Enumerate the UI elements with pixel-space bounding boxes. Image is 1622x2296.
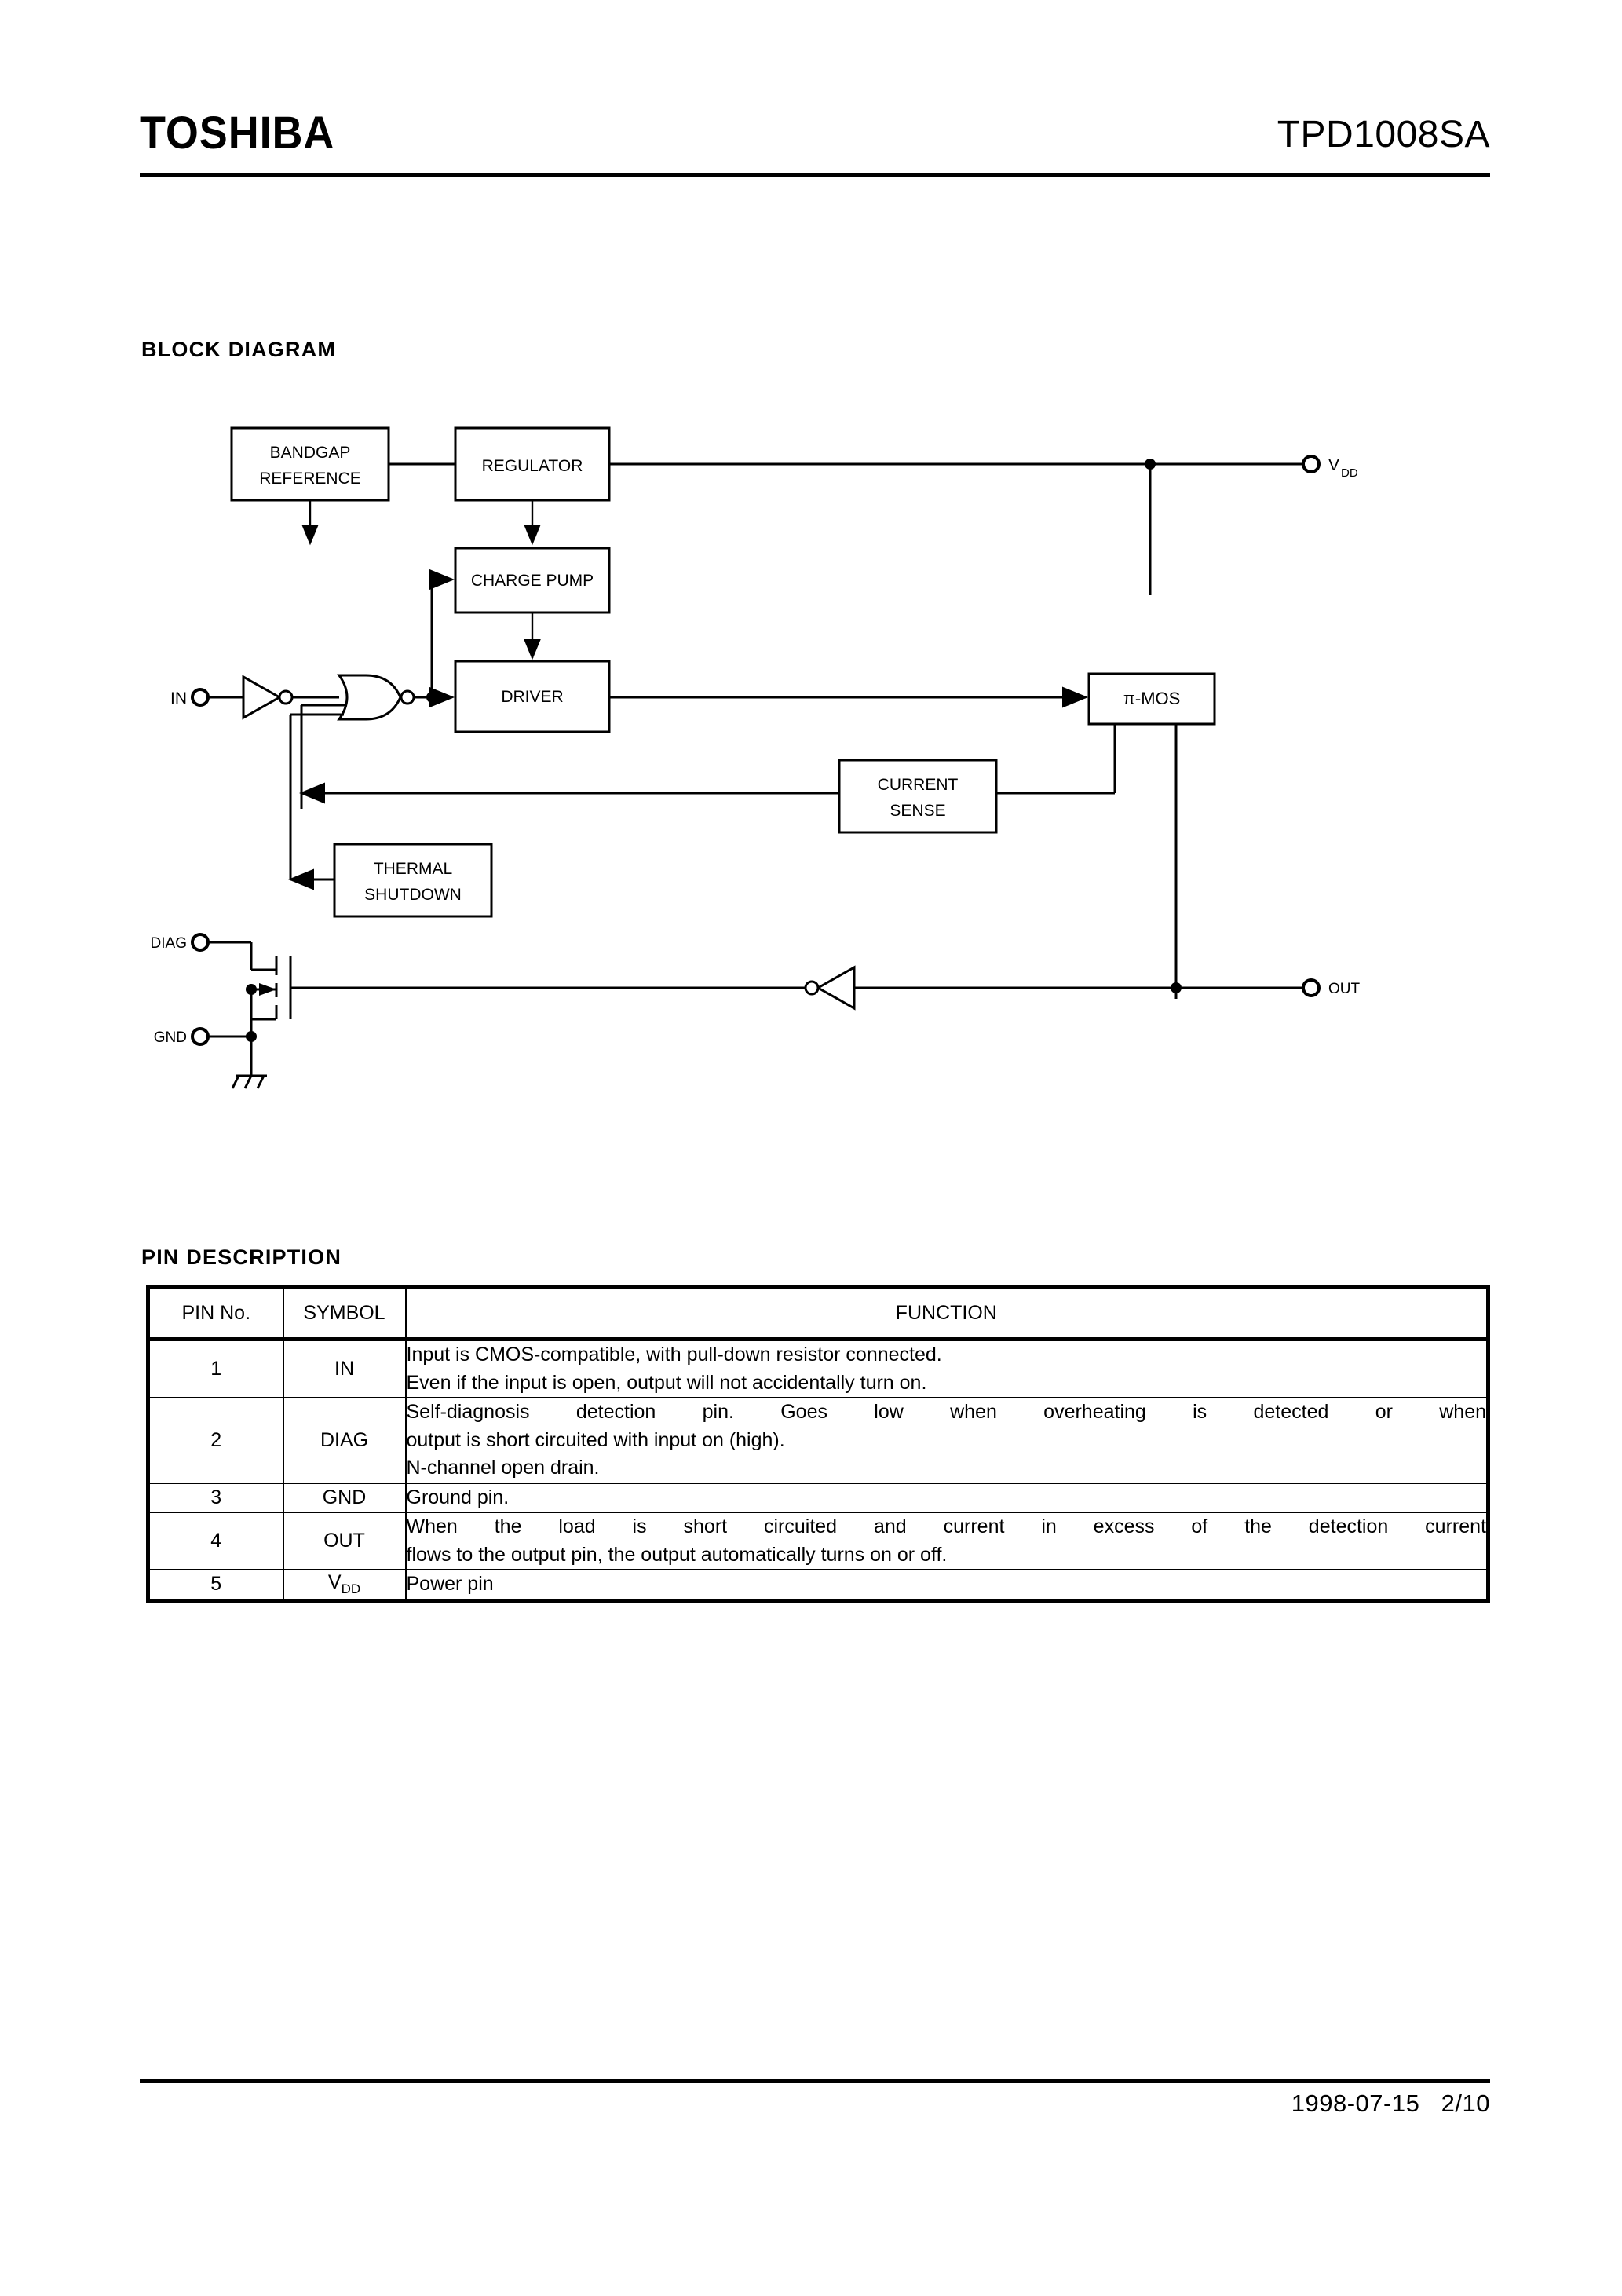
function-line: Ground pin.	[406, 1486, 510, 1508]
driver-block	[454, 660, 611, 733]
part-number: TPD1008SA	[1277, 114, 1490, 155]
function-cell: Power pin	[404, 1569, 1490, 1603]
gnd-junction-dot	[246, 1031, 257, 1042]
diag-label: DIAG	[151, 935, 187, 952]
header-symbol: SYMBOL	[282, 1285, 407, 1341]
regulator-label: REGULATOR	[482, 457, 583, 475]
footer-date: 1998-07-15	[1291, 2089, 1420, 2117]
bandgap-reference-block	[230, 426, 390, 502]
function-cell: Self-diagnosis detection pin. Goes low w…	[404, 1397, 1490, 1484]
function-line: When the load is short circuited and cur…	[406, 1515, 1487, 1537]
footer-page-number: 2/10	[1441, 2089, 1490, 2117]
in-terminal	[191, 688, 210, 707]
output-inverter-bubble-icon	[804, 980, 820, 996]
gnd-label: GND	[154, 1029, 187, 1046]
symbol-cell: IN	[282, 1338, 407, 1398]
current-sense-label-line1: CURRENT	[878, 776, 959, 794]
ground-symbol-hatch2-icon	[243, 1075, 253, 1089]
function-cell: Input is CMOS-compatible, with pull-down…	[404, 1338, 1490, 1398]
table-row: 3 GND Ground pin.	[146, 1482, 1490, 1513]
function-line: Self-diagnosis detection pin. Goes low w…	[406, 1401, 1487, 1423]
pin-no-cell: 1	[146, 1338, 284, 1398]
charge-pump-block	[454, 547, 611, 614]
current-sense-block	[838, 759, 998, 834]
pin-description-table: PIN No. SYMBOL FUNCTION 1 IN Input is CM…	[146, 1285, 1490, 1603]
function-line: N-channel open drain.	[406, 1457, 600, 1479]
symbol-cell: OUT	[282, 1512, 407, 1570]
pin-description-heading: PIN DESCRIPTION	[141, 1245, 342, 1269]
output-inverter-icon	[815, 965, 856, 1011]
gnd-terminal	[191, 1027, 210, 1046]
toshiba-logo: TOSHIBA	[140, 108, 335, 159]
vdd-label-subscript: DD	[1341, 466, 1358, 480]
table-row: 5 VDD Power pin	[146, 1569, 1490, 1603]
page-header: TOSHIBA TPD1008SA	[140, 102, 1490, 177]
symbol-text: V	[327, 1571, 342, 1594]
current-sense-label-line2: SENSE	[890, 802, 945, 820]
symbol-subscript: DD	[341, 1581, 361, 1597]
in-label: IN	[170, 689, 187, 707]
header-function: FUNCTION	[404, 1285, 1490, 1341]
table-row: 1 IN Input is CMOS-compatible, with pull…	[146, 1338, 1490, 1398]
bandgap-reference-label-line1: BANDGAP	[270, 444, 351, 462]
header-divider	[140, 173, 1490, 177]
block-diagram-heading: BLOCK DIAGRAM	[141, 338, 337, 361]
function-cell: When the load is short circuited and cur…	[404, 1512, 1490, 1570]
thermal-shutdown-label-line1: THERMAL	[374, 860, 452, 878]
vdd-terminal	[1302, 455, 1321, 473]
nor-gate-bubble-icon	[400, 689, 415, 705]
input-inverter-bubble-icon	[278, 689, 294, 705]
function-cell: Ground pin.	[404, 1482, 1490, 1513]
block-diagram-figure: BANDGAP REFERENCE REGULATOR V DD CHARGE …	[141, 369, 1523, 1201]
pi-mos-label: π-MOS	[1123, 689, 1181, 708]
driver-label: DRIVER	[501, 688, 563, 706]
footer-divider	[140, 2079, 1490, 2083]
thermal-shutdown-block	[333, 843, 493, 918]
page-footer: 1998-07-15 2/10	[140, 2079, 1490, 2118]
out-label: OUT	[1328, 981, 1361, 997]
out-terminal	[1302, 978, 1321, 997]
table-row: 4 OUT When the load is short circuited a…	[146, 1512, 1490, 1570]
header-pin-no: PIN No.	[146, 1285, 284, 1341]
pin-no-cell: 5	[146, 1569, 284, 1603]
symbol-cell: GND	[282, 1482, 407, 1513]
bandgap-reference-label-line2: REFERENCE	[259, 470, 361, 488]
charge-pump-label: CHARGE PUMP	[471, 572, 594, 590]
ground-symbol-hatch3-icon	[256, 1075, 265, 1089]
table-header-row: PIN No. SYMBOL FUNCTION	[146, 1285, 1490, 1341]
nor-gate-icon	[337, 674, 402, 721]
pin-no-cell: 4	[146, 1512, 284, 1570]
pi-mos-block	[1087, 672, 1216, 726]
thermal-shutdown-label-line2: SHUTDOWN	[364, 886, 462, 904]
pin-no-cell: 2	[146, 1397, 284, 1484]
function-line: output is short circuited with input on …	[406, 1428, 785, 1451]
diag-terminal	[191, 933, 210, 952]
symbol-cell: VDD	[282, 1569, 407, 1603]
symbol-cell: DIAG	[282, 1397, 407, 1484]
input-inverter-icon	[242, 675, 283, 720]
vdd-label: V	[1328, 456, 1339, 474]
function-line: Even if the input is open, output will n…	[406, 1371, 927, 1394]
table-row: 2 DIAG Self-diagnosis detection pin. Goe…	[146, 1397, 1490, 1484]
footer-text: 1998-07-15 2/10	[140, 2083, 1490, 2118]
function-line: Input is CMOS-compatible, with pull-down…	[406, 1344, 942, 1366]
pin-no-cell: 3	[146, 1482, 284, 1513]
function-line: Power pin	[406, 1573, 494, 1595]
ground-symbol-hatch1-icon	[231, 1075, 240, 1089]
function-line: flows to the output pin, the output auto…	[406, 1543, 948, 1566]
